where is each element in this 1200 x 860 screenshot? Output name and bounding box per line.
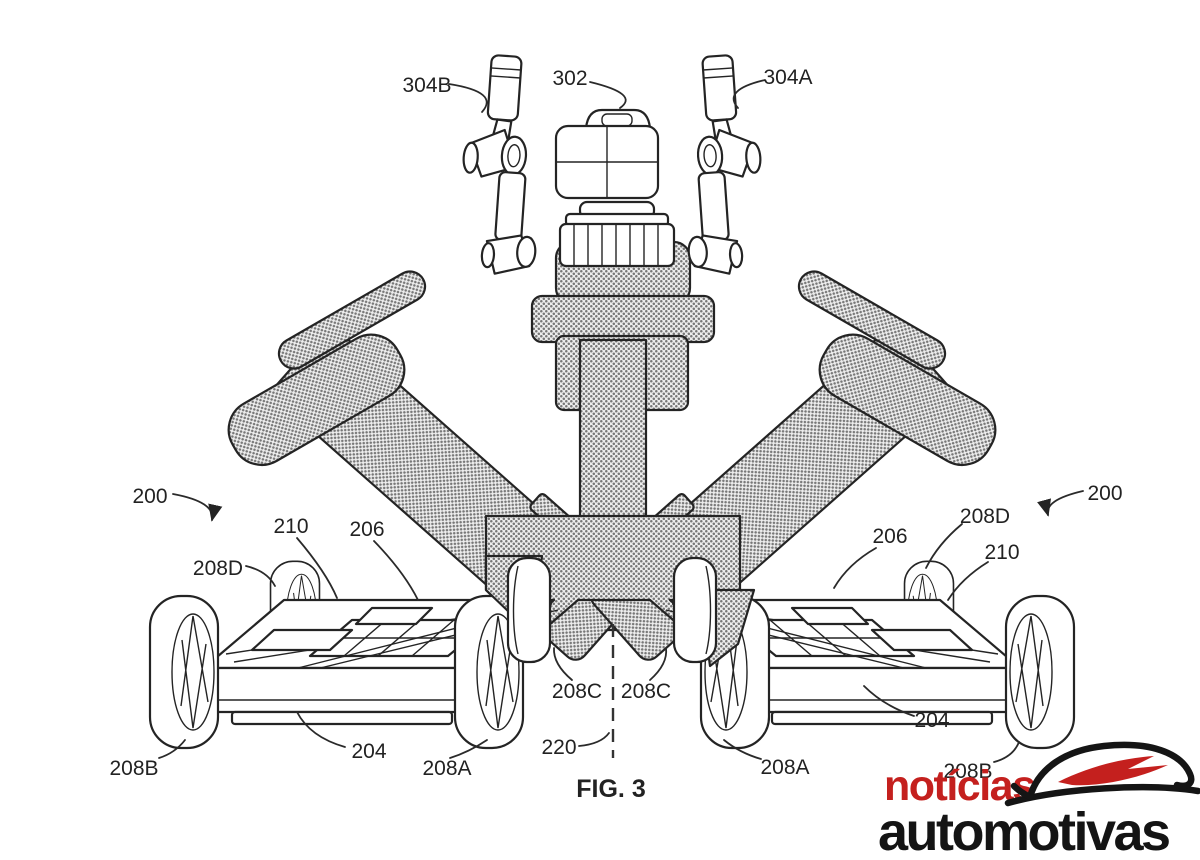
- unit-cross-lines: [556, 126, 658, 198]
- ref-label-206-right: 206: [833, 525, 908, 589]
- ref-label-200-left: 200: [132, 485, 223, 522]
- ref-label-208B-left: 208B: [109, 739, 186, 780]
- ref-text-208C-right: 208C: [621, 680, 671, 703]
- leader-210-right: [947, 561, 989, 601]
- ref-label-302: 302: [552, 67, 627, 109]
- ref-label-208C-left: 208C: [552, 647, 602, 703]
- leader-208D-right: [925, 523, 963, 569]
- leader-208A-right: [723, 739, 762, 760]
- leader-206-left: [373, 540, 419, 601]
- ref-text-200-right: 200: [1087, 482, 1122, 505]
- leader-204-right: [863, 685, 915, 717]
- leader-210-left: [296, 537, 338, 599]
- ref-text-200-left: 200: [132, 485, 167, 508]
- ref-label-200-right: 200: [1037, 482, 1123, 517]
- charge-unit-302: [554, 108, 660, 200]
- dock-body: [558, 222, 676, 268]
- ref-label-208B-right: 208B: [943, 741, 1020, 783]
- wheel-inner-right: [672, 556, 718, 664]
- leader-208B-left: [158, 739, 186, 759]
- ref-text-206-right: 206: [872, 525, 907, 548]
- ref-text-206-left: 206: [349, 518, 384, 541]
- ref-text-220: 220: [541, 736, 576, 759]
- leader-206-right: [833, 547, 877, 589]
- leader-302: [589, 81, 627, 109]
- ref-label-204-left: 204: [296, 711, 387, 763]
- leader-208D-left: [245, 565, 276, 587]
- ref-label-208D-left: 208D: [193, 557, 276, 587]
- leader-208C-left: [553, 647, 573, 681]
- ref-label-204-right: 204: [863, 685, 950, 732]
- ref-label-210-right: 210: [947, 541, 1020, 601]
- ribbed-dock: [558, 200, 676, 268]
- car-red-emblem: [1058, 756, 1168, 786]
- ref-text-302: 302: [552, 67, 587, 90]
- leader-208A-left: [449, 739, 488, 759]
- leader-200-right: [1037, 490, 1084, 517]
- ref-label-206-left: 206: [349, 518, 419, 601]
- dock-ribs: [573, 224, 659, 266]
- ref-text-204-left: 204: [351, 740, 386, 763]
- wheel-inner-left: [506, 556, 552, 664]
- ref-label-304A: 304A: [732, 66, 813, 109]
- inner-wheel-tube: [672, 556, 718, 664]
- figure-caption: FIG. 3: [576, 775, 645, 803]
- leader-304B: [448, 83, 488, 113]
- inner-wheel-line: [705, 565, 712, 655]
- ref-text-210-left: 210: [273, 515, 308, 538]
- ref-label-208C-right: 208C: [621, 647, 671, 703]
- car-silhouette-icon: [1004, 741, 1200, 807]
- leader-304A: [732, 79, 766, 109]
- leader-204-left: [296, 711, 346, 748]
- ref-text-208A-left: 208A: [422, 757, 471, 780]
- inner-wheel-line: [512, 565, 519, 655]
- car-roofline: [1026, 741, 1195, 801]
- ref-label-304B: 304B: [402, 74, 488, 113]
- noticias-automotivas-watermark: notícias automotivas: [878, 741, 1200, 860]
- ref-label-220: 220: [541, 732, 610, 759]
- leader-200-left: [172, 493, 223, 522]
- ref-text-210-right: 210: [984, 541, 1019, 564]
- ref-label-208A-right: 208A: [723, 739, 810, 779]
- ref-text-208B-right: 208B: [943, 760, 992, 783]
- ref-text-304B: 304B: [402, 74, 451, 97]
- leader-220: [578, 732, 610, 747]
- ref-label-210-left: 210: [273, 515, 338, 599]
- leader-208B-right: [993, 741, 1020, 763]
- ref-text-208D-left: 208D: [193, 557, 243, 580]
- car-front-tip: [1010, 782, 1034, 801]
- ref-label-208A-left: 208A: [422, 739, 488, 780]
- inner-wheel-tube: [506, 556, 552, 664]
- ref-label-208D-right: 208D: [925, 505, 1010, 569]
- watermark-word-bottom: automotivas: [878, 802, 1169, 860]
- ref-text-208A-right: 208A: [760, 756, 809, 779]
- ref-text-208C-left: 208C: [552, 680, 602, 703]
- ref-text-304A: 304A: [763, 66, 812, 89]
- leader-208C-right: [649, 647, 668, 681]
- ref-text-208D-right: 208D: [960, 505, 1010, 528]
- ref-text-208B-left: 208B: [109, 757, 158, 780]
- ref-text-204-right: 204: [914, 709, 949, 732]
